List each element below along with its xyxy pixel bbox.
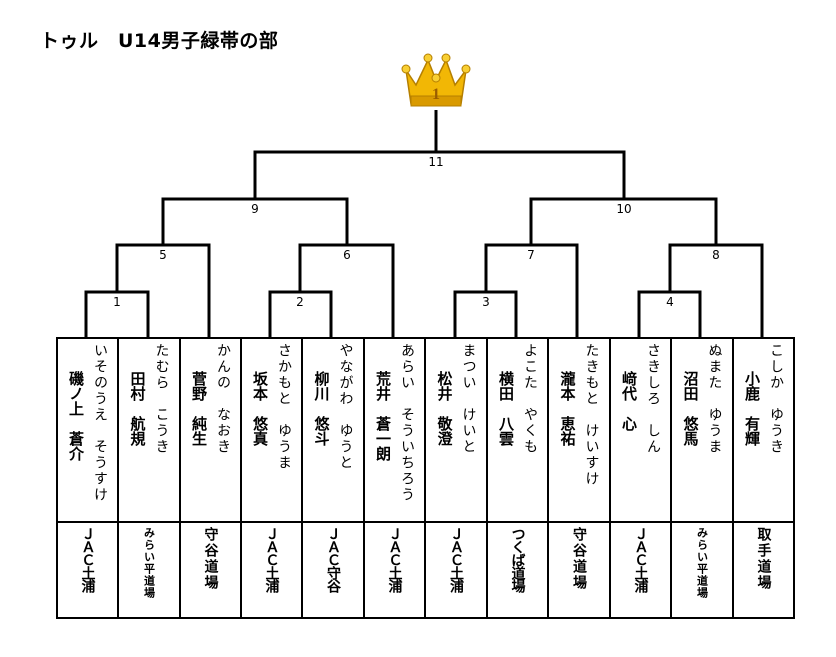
dojo-cell: ＪＡＣ土浦 — [424, 521, 488, 619]
crown-icon: 1 — [401, 53, 471, 107]
player-kana: こしか ゆうき — [768, 343, 784, 455]
player-kana: いそのうえ そうすけ — [92, 343, 108, 503]
match-number-5: 5 — [159, 248, 167, 262]
dojo-cell: 守谷道場 — [547, 521, 611, 619]
dojo-name: ＪＡＣ土浦 — [632, 527, 649, 592]
player-cell: さきしろ しん 﨑代 心 — [609, 337, 672, 523]
player-name: 沼田 悠馬 — [681, 371, 700, 446]
player-name: 瀧本 恵祐 — [558, 371, 577, 446]
dojo-cell: ＪＡＣ守谷 — [301, 521, 365, 619]
match-number-7: 7 — [527, 248, 535, 262]
match-number-11: 11 — [428, 155, 443, 169]
match-number-3: 3 — [482, 295, 490, 309]
page-title: トゥル U14男子緑帯の部 — [40, 30, 279, 52]
player-name: 坂本 悠真 — [251, 371, 269, 446]
dojo-cell: 守谷道場 — [179, 521, 242, 619]
player-kana: まつい けいと — [460, 343, 477, 455]
player-kana: たきもと けいすけ — [583, 343, 600, 487]
player-kana: さかもと ゆうま — [276, 343, 292, 471]
player-cell: かんの なおき 菅野 純生 — [179, 337, 242, 523]
player-name: 﨑代 心 — [620, 371, 638, 431]
player-kana: よこた やくも — [522, 343, 538, 455]
dojo-name: ＪＡＣ土浦 — [386, 527, 403, 592]
dojo-name: みらい平道場 — [695, 527, 709, 599]
player-cell: あらい そういちろう 荒井 蒼一朗 — [363, 337, 426, 523]
player-kana: あらい そういちろう — [399, 343, 415, 503]
dojo-cell: つくば道場 — [486, 521, 549, 619]
dojo-cell: ＪＡＣ土浦 — [56, 521, 119, 619]
dojo-name: ＪＡＣ土浦 — [79, 527, 96, 592]
match-number-10: 10 — [616, 202, 631, 216]
player-name: 小鹿 有輝 — [743, 371, 761, 446]
player-cell: たきもと けいすけ 瀧本 恵祐 — [547, 337, 611, 523]
player-names-row: いそのうえ そうすけ 磯ノ上 蒼介 たむら こうき 田村 航規 かんの なおき … — [56, 337, 795, 523]
player-name: 荒井 蒼一朗 — [374, 371, 392, 461]
match-number-4: 4 — [666, 295, 674, 309]
player-cell: さかもと ゆうま 坂本 悠真 — [240, 337, 303, 523]
match-number-8: 8 — [712, 248, 720, 262]
player-cell: よこた やくも 横田 八雲 — [486, 337, 549, 523]
match-11-line — [253, 150, 626, 199]
player-cell: まつい けいと 松井 敬澄 — [424, 337, 488, 523]
player-name: 横田 八雲 — [497, 371, 515, 446]
player-kana: さきしろ しん — [645, 343, 661, 455]
dojo-name: 守谷道場 — [202, 527, 219, 591]
player-cell: こしか ゆうき 小鹿 有輝 — [732, 337, 795, 523]
dojo-row: ＪＡＣ土浦 みらい平道場 守谷道場 ＪＡＣ土浦 ＪＡＣ守谷 ＪＡＣ土浦 ＪＡＣ土… — [56, 521, 795, 619]
player-name: 菅野 純生 — [190, 371, 208, 446]
dojo-cell: ＪＡＣ土浦 — [609, 521, 672, 619]
dojo-cell: 取手道場 — [732, 521, 795, 619]
player-cell: たむら こうき 田村 航規 — [117, 337, 181, 523]
player-kana: たむら こうき — [153, 343, 170, 455]
dojo-name: みらい平道場 — [142, 527, 156, 599]
player-name: 田村 航規 — [128, 371, 147, 446]
tournament-bracket: 1 1 2 3 4 5 6 7 8 9 10 11 — [84, 53, 764, 337]
match-number-9: 9 — [251, 202, 259, 216]
players-table: いそのうえ そうすけ 磯ノ上 蒼介 たむら こうき 田村 航規 かんの なおき … — [56, 337, 795, 619]
dojo-cell: ＪＡＣ土浦 — [363, 521, 426, 619]
player-name: 松井 敬澄 — [435, 371, 454, 446]
player-cell: いそのうえ そうすけ 磯ノ上 蒼介 — [56, 337, 119, 523]
dojo-name: ＪＡＣ土浦 — [448, 527, 464, 592]
player-cell: ぬまた ゆうま 沼田 悠馬 — [670, 337, 734, 523]
dojo-name: 取手道場 — [755, 527, 772, 591]
player-kana: やながわ ゆうと — [337, 343, 354, 471]
dojo-cell: みらい平道場 — [670, 521, 734, 619]
match-number-1: 1 — [113, 295, 121, 309]
dojo-name: つくば道場 — [509, 527, 526, 592]
dojo-name: ＪＡＣ土浦 — [263, 527, 280, 592]
dojo-name: 守谷道場 — [571, 527, 587, 591]
player-cell: やながわ ゆうと 柳川 悠斗 — [301, 337, 365, 523]
player-kana: ぬまた ゆうま — [706, 343, 723, 455]
dojo-cell: ＪＡＣ土浦 — [240, 521, 303, 619]
player-name: 柳川 悠斗 — [312, 371, 331, 446]
player-name: 磯ノ上 蒼介 — [67, 371, 85, 461]
match-number-6: 6 — [343, 248, 351, 262]
player-kana: かんの なおき — [215, 343, 231, 455]
match-number-2: 2 — [296, 295, 304, 309]
dojo-cell: みらい平道場 — [117, 521, 181, 619]
crown-place-label: 1 — [432, 86, 440, 103]
dojo-name: ＪＡＣ守谷 — [325, 527, 341, 592]
